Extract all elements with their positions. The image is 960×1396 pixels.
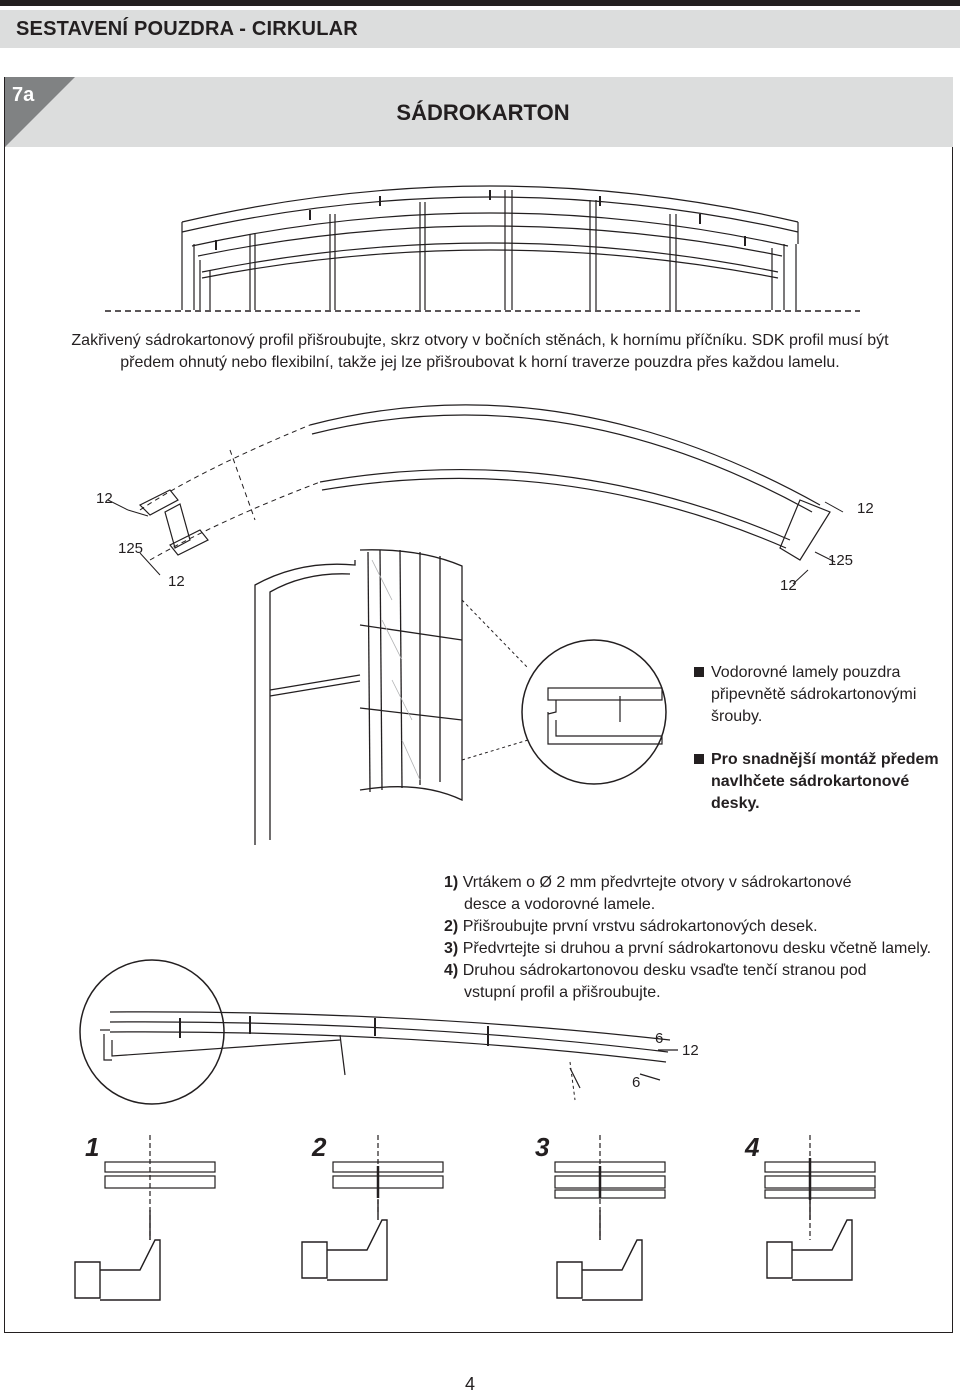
step-number: 7a: [12, 84, 35, 106]
note-lamely-text: Vodorovné lamely pouzdra připevnětě sádr…: [711, 664, 917, 725]
step-item-text: Předvrtejte si druhou a první sádrokarto…: [462, 940, 932, 957]
note-navlhcete: Pro snadnější montáž předem navlhčete sá…: [694, 749, 954, 815]
intro-line-1: Zakřivený sádrokartonový profil přišroub…: [71, 332, 889, 349]
step-item-text: Přišroubujte první vrstvu sádrokartonový…: [462, 918, 818, 935]
step-item-number: 2): [444, 918, 459, 935]
note-navlhcete-text: Pro snadnější montáž předem navlhčete sá…: [711, 751, 939, 812]
step-item: 3) Předvrtejte si druhou a první sádroka…: [444, 938, 954, 960]
step-item: 2) Přišroubujte první vrstvu sádrokarton…: [444, 916, 954, 938]
top-rule: [0, 0, 960, 6]
step-item-number: 4): [444, 962, 459, 979]
sequence-number-4: 4: [745, 1132, 760, 1162]
instruction-steps: 1) Vrtákem o Ø 2 mm předvrtejte otvory v…: [444, 872, 954, 1004]
dim-right-mid: 125: [828, 552, 854, 569]
dim-right-bottom: 12: [780, 577, 797, 594]
step-header-bar: [5, 77, 953, 147]
note-lamely: Vodorovné lamely pouzdra připevnětě sádr…: [694, 662, 954, 728]
sequence-number-1: 1: [85, 1132, 100, 1162]
step-item: 1) Vrtákem o Ø 2 mm předvrtejte otvory v…: [444, 872, 954, 916]
step-item: 4) Druhou sádrokartonovou desku vsaďte t…: [444, 960, 954, 1004]
dim-left-top: 12: [96, 490, 113, 507]
step-item-number: 3): [444, 940, 459, 957]
section-title: SÁDROKARTON: [396, 100, 570, 125]
dim-left-mid: 125: [118, 540, 144, 557]
dim-right-top: 12: [857, 500, 874, 517]
dim-lower-b: 12: [682, 1042, 699, 1059]
step-item-text: Vrtákem o Ø 2 mm předvrtejte otvory v sá…: [462, 874, 852, 891]
intro-line-2: předem ohnutý nebo flexibilní, takže jej…: [120, 354, 840, 371]
page-number: 4: [465, 1374, 476, 1394]
dim-lower-c: 6: [632, 1074, 641, 1091]
page-title: SESTAVENÍ POUZDRA - CIRKULAR: [16, 18, 358, 40]
sequence-number-3: 3: [535, 1132, 550, 1162]
dim-left-bottom: 12: [168, 573, 185, 590]
page-header: SESTAVENÍ POUZDRA - CIRKULAR: [0, 10, 960, 48]
step-item-text: Druhou sádrokartonovou desku vsaďte tenč…: [462, 962, 867, 979]
step-item-text-cont: vstupní profil a přišroubujte.: [464, 984, 661, 1001]
step-item-number: 1): [444, 874, 459, 891]
step-corner-badge: [5, 77, 75, 147]
step-item-text-cont: desce a vodorovné lamele.: [464, 896, 656, 913]
intro-text: Zakřivený sádrokartonový profil přišroub…: [30, 330, 930, 374]
dim-lower-a: 6: [655, 1030, 664, 1047]
bullet-square-icon: [694, 667, 704, 677]
bullet-square-icon: [694, 754, 704, 764]
sequence-number-2: 2: [312, 1132, 327, 1162]
